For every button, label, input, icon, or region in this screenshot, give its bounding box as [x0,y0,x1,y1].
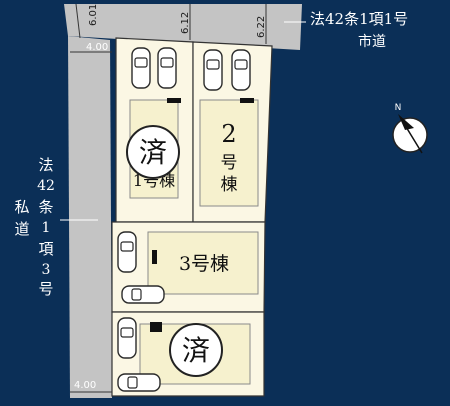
private-road-char: 3 [42,262,51,278]
building-1-sold-label: 済 [139,136,167,169]
car-icon [121,285,165,304]
compass-needle-icon [398,114,414,130]
compass-north-label: N [395,103,402,113]
building-1-sold-badge [126,125,180,179]
meter-mark-3 [152,250,157,264]
private-road-char: 法 [38,156,53,174]
building-3-footprint [147,231,259,295]
car-icon [231,49,251,91]
meter-mark-2 [240,98,254,103]
private-road-char: 42 [37,178,55,194]
building-2-footprint [199,99,259,207]
road-width-top: 4.00 [86,42,108,53]
compass: N [392,103,428,154]
compass-needle-line [399,116,423,154]
building-2-char-1: 号 [221,153,238,173]
building-4-sold-label: 済 [182,334,210,367]
dimension-top-right: 6.22 [256,16,267,38]
private-road-char: 号 [38,280,53,298]
car-icon [117,231,137,273]
dimension-top-mid: 6.12 [180,12,191,34]
building-2-char-2: 棟 [221,175,238,195]
building-2-number: 2 [221,120,236,148]
private-road-char: 1 [42,220,51,236]
private-road-char: 私 [14,198,29,216]
private-road-char: 道 [14,220,29,238]
car-icon [117,373,161,392]
car-icon [157,47,177,89]
car-icon [117,317,137,359]
meter-mark-4 [150,322,162,332]
dimension-top-left: 6.01 [88,4,99,26]
car-icon [203,49,223,91]
dimension-line [75,3,81,39]
private-road-char: 条 [38,198,53,216]
building-3-label: 3号棟 [179,253,229,275]
private-road-char: 項 [38,240,53,258]
public-road-label-line1: 法42条1項1号 [310,10,408,28]
road-width-bottom: 4.00 [74,380,96,391]
private-road-surface [68,36,112,398]
compass-ring [392,117,428,153]
public-road-label-line2: 市道 [358,33,386,50]
building-4-sold-badge [169,323,223,377]
private-road-label: 法 42 条 1 項 3 号 私 道 [14,156,54,298]
car-icon [131,47,151,89]
meter-mark-1 [167,98,181,103]
